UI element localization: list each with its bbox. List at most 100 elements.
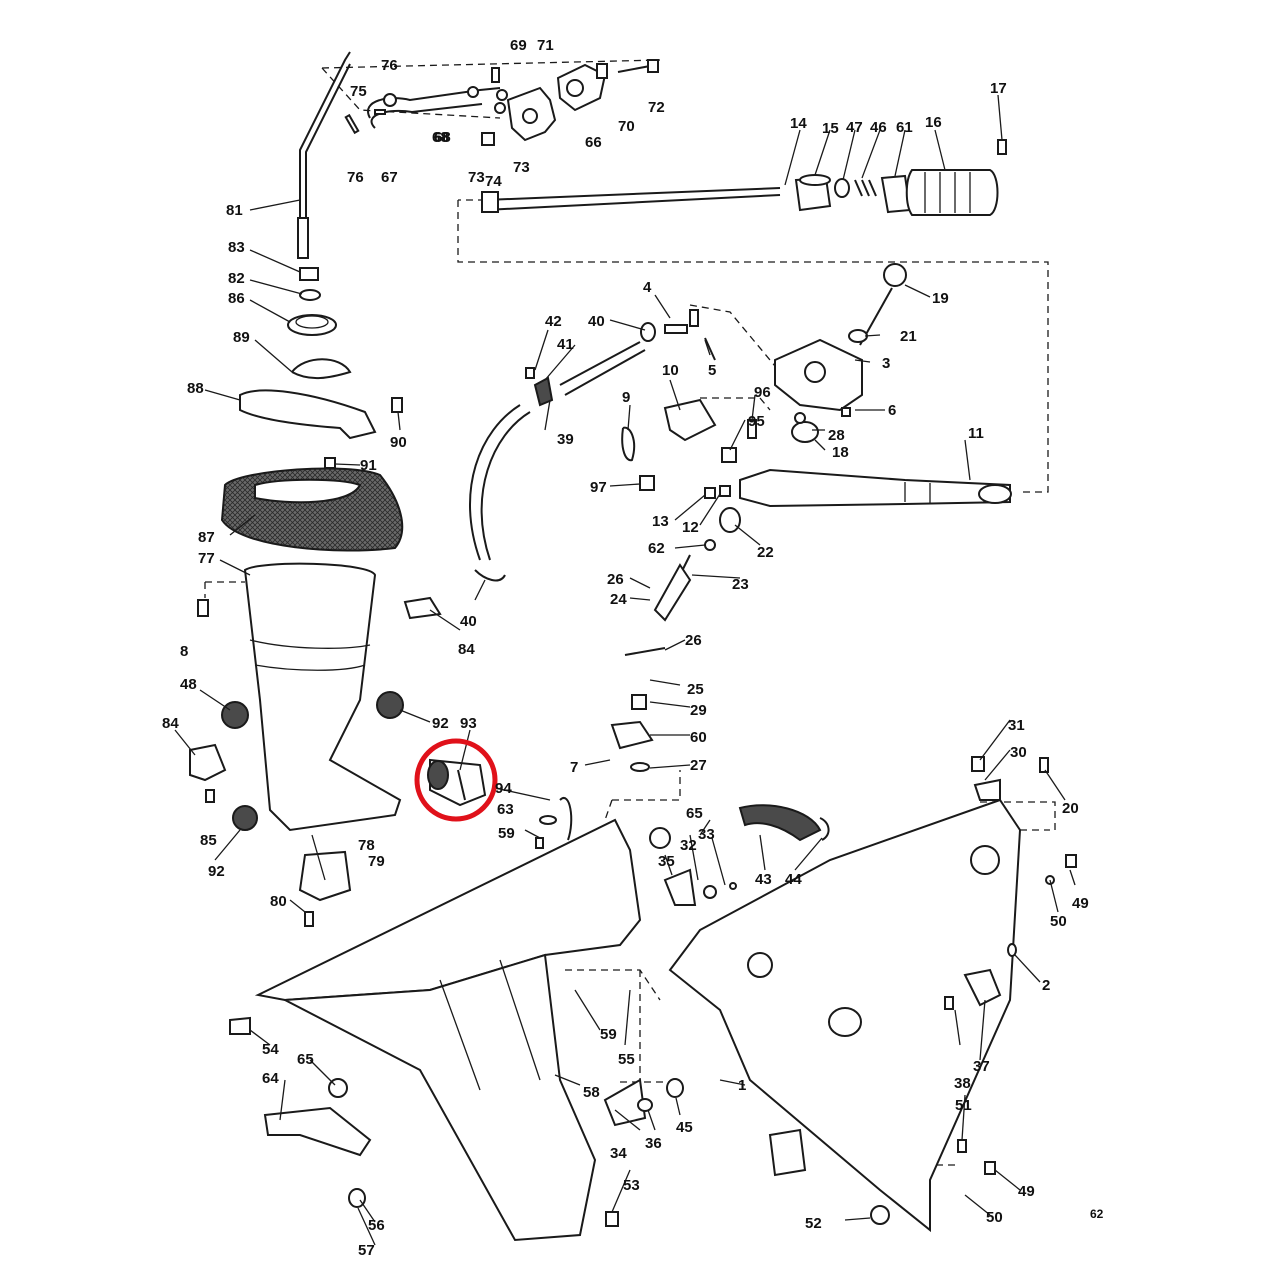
- callout-label: 41: [557, 336, 574, 353]
- callout-label: 19: [932, 290, 949, 307]
- callout-label: 96: [754, 384, 771, 401]
- callout-label: 53: [623, 1177, 640, 1194]
- callout-label: 32: [680, 837, 697, 854]
- callout-label: 20: [1062, 800, 1079, 817]
- pageno-text: 62: [1090, 1207, 1104, 1221]
- callout-label: 33: [698, 826, 715, 843]
- callout-label: 90: [390, 434, 407, 451]
- callout-label: 82: [228, 270, 245, 287]
- callout-label: 26: [685, 632, 702, 649]
- callout-label: 61: [896, 119, 913, 136]
- lower-cases: [229, 756, 1077, 1242]
- callout-label: 12: [682, 519, 699, 536]
- callout-label: 66: [585, 134, 602, 151]
- callout-label: 15: [822, 120, 839, 137]
- highlight-circle: [414, 738, 498, 822]
- callout-label: 80: [270, 893, 287, 910]
- callout-label: 44: [785, 871, 802, 888]
- callout-label: 58: [583, 1084, 600, 1101]
- callout-label: 71: [537, 37, 554, 54]
- callout-label: 59: [498, 825, 515, 842]
- callout-label: 28: [828, 427, 845, 444]
- callout-label: 29: [690, 702, 707, 719]
- callout-label: 79: [368, 853, 385, 870]
- tiller-arm-assembly: [481, 139, 1007, 216]
- callout-label: 18: [832, 444, 849, 461]
- steering-bracket-assembly: [621, 263, 1012, 622]
- callout-label: 30: [1010, 744, 1027, 761]
- callout-label: 52: [805, 1215, 822, 1232]
- callout-label: 65: [686, 805, 703, 822]
- callout-label: 56: [368, 1217, 385, 1234]
- callout-label: 7: [570, 759, 578, 776]
- callout-label: 25: [687, 681, 704, 698]
- callout-label: 54: [262, 1041, 279, 1058]
- callout-label: 69: [510, 37, 527, 54]
- callout-label: 72: [648, 99, 665, 116]
- callout-label: 26: [607, 571, 624, 588]
- callout-label: 27: [690, 757, 707, 774]
- callout-label: 55: [618, 1051, 635, 1068]
- callout-label: 67: [381, 169, 398, 186]
- callout-label: 50: [1050, 913, 1067, 930]
- callout-label: 64: [262, 1070, 279, 1087]
- callout-label: 10: [662, 362, 679, 379]
- callout-label: 37: [973, 1058, 990, 1075]
- callout-label: 68: [434, 129, 451, 146]
- callout-label: 24: [610, 591, 627, 608]
- callout-label: 63: [497, 801, 514, 818]
- callout-label: 97: [590, 479, 607, 496]
- callout-numbers: 1 2 3 4 5 6 7 8 9 10 11 12 13 14 15 16 1…: [162, 37, 1104, 1259]
- callout-label: 42: [545, 313, 562, 330]
- callout-label: 88: [187, 380, 204, 397]
- callout-label: 78: [358, 837, 375, 854]
- callout-label: 84: [458, 641, 475, 658]
- callout-label: 1: [738, 1077, 746, 1094]
- callout-label: 22: [757, 544, 774, 561]
- callout-label: 46: [870, 119, 887, 136]
- callout-label: 17: [990, 80, 1007, 97]
- part-93-mount: [427, 758, 487, 807]
- callout-label: 43: [755, 871, 772, 888]
- callout-label: 57: [358, 1242, 375, 1259]
- callout-label: 6: [888, 402, 896, 419]
- callout-label: 85: [200, 832, 217, 849]
- callout-label: 13: [652, 513, 669, 530]
- callout-label: 14: [790, 115, 807, 132]
- callout-label: 87: [198, 529, 215, 546]
- callout-label: 92: [208, 863, 225, 880]
- callout-label: 3: [882, 355, 890, 372]
- callout-label: 40: [460, 613, 477, 630]
- callout-label: 60: [690, 729, 707, 746]
- callout-label: 31: [1008, 717, 1025, 734]
- callout-label: 40: [588, 313, 605, 330]
- callout-label: 62: [648, 540, 665, 557]
- callout-label: 49: [1072, 895, 1089, 912]
- callout-label: 36: [645, 1135, 662, 1152]
- callout-label: 34: [610, 1145, 627, 1162]
- callout-label: 8: [180, 643, 188, 660]
- callout-label: 65: [297, 1051, 314, 1068]
- callout-label: 73: [513, 159, 530, 176]
- callout-label: 2: [1042, 977, 1050, 994]
- mid-linkage-parts: [535, 647, 830, 906]
- throttle-cable-hose: [469, 341, 646, 582]
- callout-label: 95: [748, 413, 765, 430]
- callout-label: 92: [432, 715, 449, 732]
- callout-label: 81: [226, 202, 243, 219]
- callout-label: 21: [900, 328, 917, 345]
- callout-label: 23: [732, 576, 749, 593]
- callout-label: 83: [228, 239, 245, 256]
- callout-label: 45: [676, 1119, 693, 1136]
- lower-motor-cover: [189, 467, 442, 927]
- callout-label: 84: [162, 715, 179, 732]
- callout-label: 50: [986, 1209, 1003, 1226]
- callout-label: 89: [233, 329, 250, 346]
- callout-label: 9: [622, 389, 630, 406]
- callout-label: 75: [350, 83, 367, 100]
- callout-label: 91: [360, 457, 377, 474]
- callout-label: 76: [381, 57, 398, 74]
- callout-leader-lines: [174, 94, 1076, 1246]
- callout-label: 77: [198, 550, 215, 567]
